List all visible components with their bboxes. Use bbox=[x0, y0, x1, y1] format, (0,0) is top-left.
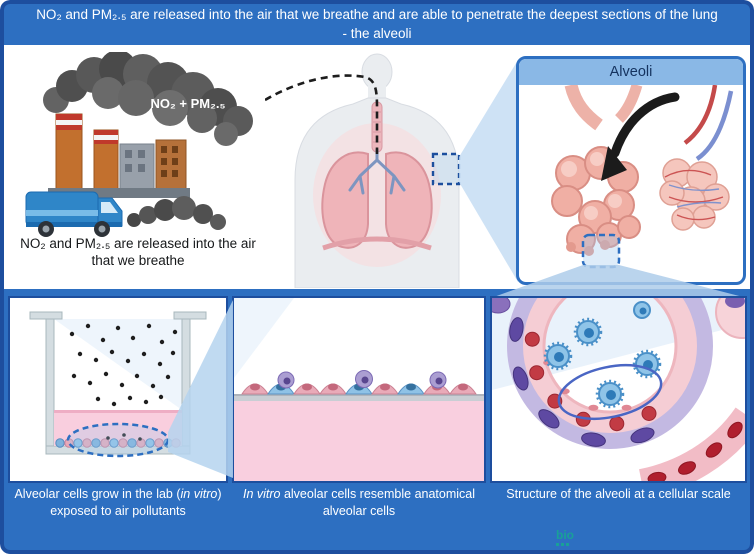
venule bbox=[695, 90, 734, 161]
alveoli-box-title: Alveoli bbox=[609, 64, 653, 80]
membrane-insert bbox=[234, 394, 484, 401]
medium-below-membrane bbox=[234, 401, 484, 481]
alveoli-scale-panel bbox=[485, 243, 754, 499]
watermark-label: bio bbox=[556, 528, 574, 542]
culture-well-panel bbox=[8, 296, 228, 483]
culture-well-illustration bbox=[29, 311, 207, 458]
caption-text-italic: In vitro bbox=[242, 487, 281, 501]
alveoli-zoom-box: Alveoli bbox=[516, 56, 746, 285]
factory-caption: NO₂ and PM₂.₅ are released into the air … bbox=[20, 236, 256, 268]
diaphragm bbox=[322, 236, 432, 251]
monolayer-panel bbox=[232, 296, 486, 483]
highlight-oval bbox=[557, 364, 663, 420]
smoke-label: NO₂ + PM₂.₅ bbox=[151, 96, 226, 111]
air-wash bbox=[54, 319, 182, 410]
panel-caption-3: Structure of the alveoli at a cellular s… bbox=[490, 486, 747, 503]
zoom-dashed-oval bbox=[66, 422, 170, 458]
header-text: NO₂ and PM₂.₅ are released into the air … bbox=[36, 6, 718, 41]
caption-text-italic: in vitro bbox=[180, 487, 218, 501]
watermark-dots-icon bbox=[556, 543, 559, 546]
lung-zoom-dashed-box bbox=[431, 152, 461, 186]
bronchial-tree bbox=[348, 148, 406, 195]
capillary-network-red bbox=[664, 169, 724, 221]
alveoli-cluster-capillarized bbox=[659, 158, 730, 231]
pollution-van bbox=[25, 191, 123, 237]
panel-caption-1: Alveolar cells grow in the lab (in vitro… bbox=[8, 486, 228, 520]
alveolar-cell-row bbox=[241, 370, 477, 395]
arteriole bbox=[683, 84, 718, 145]
membrane-edge bbox=[234, 394, 484, 396]
exhaust-smoke bbox=[127, 196, 226, 230]
caption-text: alveolar cells resemble anatomical alveo… bbox=[280, 487, 476, 518]
factory-buildings bbox=[48, 113, 190, 198]
lungs bbox=[321, 148, 433, 249]
smoke-cloud bbox=[43, 52, 253, 146]
factory-illustration: NO₂ + PM₂.₅ bbox=[25, 52, 253, 237]
caption-text: Structure of the alveoli at a cellular s… bbox=[506, 487, 731, 501]
alveoli-zoom-dashed-box bbox=[581, 233, 621, 269]
monolayer-illustration bbox=[234, 298, 484, 481]
alveoli-scale-illustration bbox=[485, 243, 754, 499]
human-torso-illustration bbox=[265, 53, 461, 288]
medium-surface bbox=[54, 410, 182, 413]
endothelial-cells bbox=[509, 317, 655, 447]
alveolar-duct bbox=[614, 83, 643, 123]
red-blood-cells-in-wall bbox=[524, 331, 657, 432]
attention-arrow-head bbox=[601, 146, 627, 181]
alveoli-illustration bbox=[551, 83, 734, 269]
caption-text: Alveolar cells grow in the lab ( bbox=[14, 487, 181, 501]
caption-text: ) exposed to air pollutants bbox=[50, 487, 222, 518]
beam-wash bbox=[234, 298, 294, 378]
chimney-icon bbox=[93, 129, 119, 191]
red-blood-cells-in-capillary bbox=[647, 421, 743, 485]
biorender-watermark: bio bbox=[556, 529, 574, 546]
panel-caption-2: In vitro alveolar cells resemble anatomi… bbox=[232, 486, 486, 520]
chimney-icon bbox=[55, 113, 83, 191]
alveolar-duct bbox=[564, 83, 603, 131]
settled-particles bbox=[106, 433, 142, 441]
alveoli-box-header: Alveoli bbox=[519, 59, 743, 85]
capillary-network-blue bbox=[668, 184, 722, 208]
header-banner: NO₂ and PM₂.₅ are released into the air … bbox=[4, 4, 750, 45]
attention-arrow bbox=[610, 92, 680, 158]
alveolar-macrophages bbox=[543, 301, 662, 409]
